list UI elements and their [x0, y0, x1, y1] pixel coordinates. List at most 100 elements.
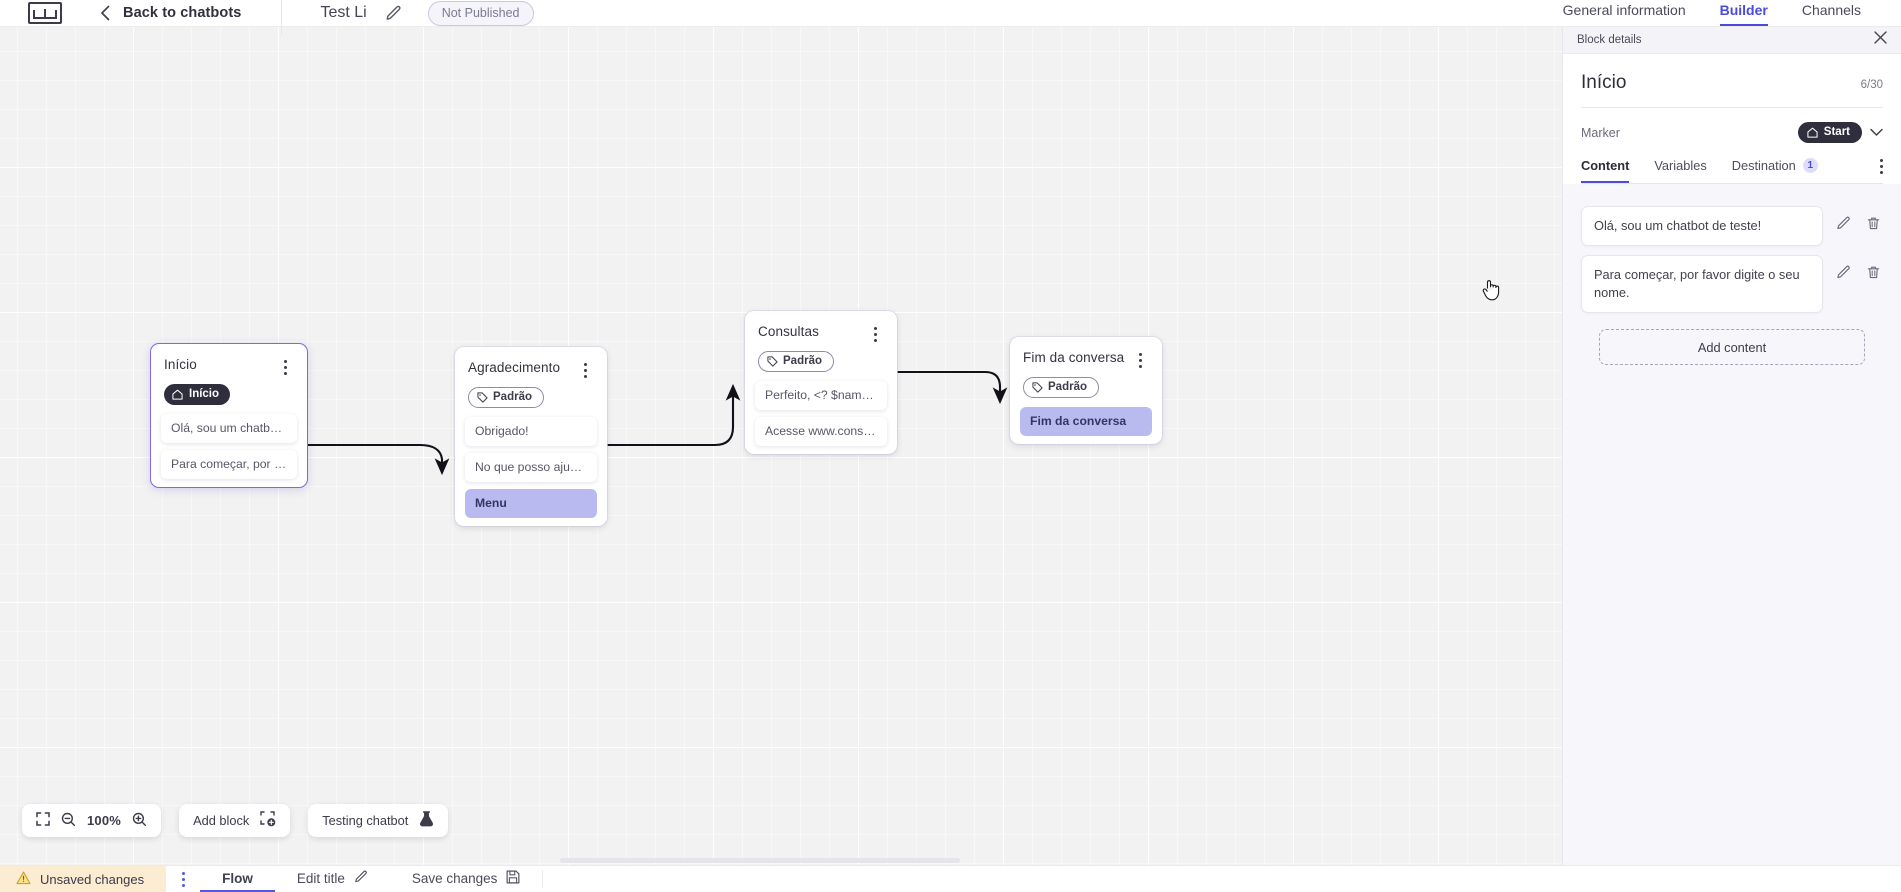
tab-general-information[interactable]: General information [1562, 1, 1686, 18]
node-header: Início [151, 344, 307, 375]
node-rows: Perfeito, <? $name ?>! Acesse www.consul… [745, 381, 897, 446]
add-block-label: Add block [193, 813, 250, 828]
panel-tabs: Content Variables Destination 1 [1581, 158, 1883, 184]
page-title: Test Li [320, 4, 367, 21]
tab-content[interactable]: Content [1581, 158, 1630, 183]
vertical-dots-icon[interactable] [576, 360, 594, 378]
node-row[interactable]: Acesse www.consultas.com par... [755, 417, 887, 446]
tab-destination[interactable]: Destination 1 [1732, 158, 1818, 183]
edit-title-button[interactable]: Edit title [275, 866, 390, 892]
pencil-icon[interactable] [1833, 213, 1853, 233]
tab-channels[interactable]: Channels [1801, 1, 1861, 18]
vertical-dots-icon[interactable] [166, 866, 200, 892]
node-badge-label: Padrão [1048, 381, 1087, 393]
node-tag-badge: Padrão [468, 387, 544, 408]
zoom-controls: 100% [22, 804, 162, 837]
node-row[interactable]: Olá, sou um chatbot de teste! [161, 414, 297, 443]
flask-icon [419, 811, 434, 830]
node-row[interactable]: Perfeito, <? $name ?>! [755, 381, 887, 410]
back-to-chatbots-link[interactable]: Back to chatbots [123, 5, 242, 21]
fit-screen-icon[interactable] [36, 812, 50, 829]
canvas-toolbar: 100% Add block Testing chatbot [22, 804, 449, 837]
marker-label: Marker [1581, 125, 1620, 140]
flow-node-fim-da-conversa[interactable]: Fim da conversa Padrão Fim da conversa [1010, 337, 1162, 444]
content-list: Olá, sou um chatbot de teste! Para começ… [1563, 184, 1901, 865]
vertical-dots-icon[interactable] [866, 324, 884, 342]
horizontal-scrollbar[interactable] [560, 858, 960, 863]
trash-icon[interactable] [1863, 262, 1883, 282]
node-header: Consultas [745, 311, 897, 342]
flow-node-consultas[interactable]: Consultas Padrão Perfeito, <? $name ?>! … [745, 311, 897, 454]
home-icon [1807, 127, 1818, 138]
tab-destination-label: Destination [1731, 158, 1796, 173]
marker-value-pill[interactable]: Start [1797, 122, 1862, 143]
close-icon[interactable] [1874, 31, 1887, 49]
unsaved-changes-indicator: Unsaved changes [0, 866, 167, 892]
block-details-panel: Block details Início 6/30 Marker Start [1562, 27, 1901, 865]
pencil-icon[interactable] [385, 5, 402, 22]
add-block-button[interactable]: Add block [179, 804, 291, 837]
edge-consultas-to-fim [897, 370, 1008, 405]
tab-builder[interactable]: Builder [1719, 0, 1768, 26]
top-nav: General information Builder Channels [1563, 0, 1901, 26]
flow-node-agradecimento[interactable]: Agradecimento Padrão Obrigado! No que po… [455, 347, 607, 526]
node-tag-badge: Padrão [758, 351, 834, 372]
content-text[interactable]: Para começar, por favor digite o seu nom… [1581, 255, 1823, 314]
tab-variables[interactable]: Variables [1654, 158, 1706, 183]
panel-body: Início 6/30 Marker Start Content [1563, 54, 1901, 184]
node-row[interactable]: Menu [465, 489, 597, 518]
save-changes-button[interactable]: Save changes [390, 866, 543, 892]
warning-triangle-icon [16, 871, 31, 888]
node-row[interactable]: Fim da conversa [1020, 407, 1152, 436]
node-row[interactable]: Para começar, por favor digite o ... [161, 450, 297, 479]
node-tag-badge: Padrão [1023, 377, 1099, 398]
chevron-down-icon[interactable] [1870, 128, 1883, 137]
status-bar: Unsaved changes Flow Edit title Save cha… [0, 865, 1901, 892]
tag-icon [477, 391, 488, 403]
vertical-dots-icon[interactable] [1880, 159, 1883, 183]
toolbar-divider [281, 0, 283, 35]
chevron-left-icon[interactable] [100, 5, 111, 21]
node-rows: Obrigado! No que posso ajudar, <? $name … [455, 417, 607, 518]
panel-strip: Block details [1563, 27, 1901, 54]
top-bar: Back to chatbots Test Li Not Published G… [0, 0, 1901, 35]
content-item: Olá, sou um chatbot de teste! [1581, 206, 1883, 247]
panel-counter: 6/30 [1860, 79, 1883, 91]
node-title: Fim da conversa [1023, 350, 1125, 365]
pencil-icon[interactable] [1833, 262, 1853, 282]
node-header: Agradecimento [455, 347, 607, 378]
marker-value-label: Start [1823, 126, 1850, 138]
node-row[interactable]: Obrigado! [465, 417, 597, 446]
testing-chatbot-button[interactable]: Testing chatbot [308, 804, 449, 837]
vertical-dots-icon[interactable] [276, 357, 294, 375]
content-text[interactable]: Olá, sou um chatbot de teste! [1581, 206, 1823, 247]
testing-chatbot-label: Testing chatbot [322, 813, 409, 828]
chatbot-logo-icon [28, 2, 62, 24]
content-item: Para começar, por favor digite o seu nom… [1581, 255, 1883, 314]
node-title: Consultas [758, 324, 819, 339]
node-badge-label: Padrão [493, 391, 532, 403]
panel-title-row: Início 6/30 [1581, 54, 1883, 94]
flow-canvas[interactable]: Início Início Olá, sou um chatbot de tes… [0, 27, 1562, 865]
marker-row: Marker Start [1581, 108, 1883, 143]
edge-inicio-to-agradecimento [307, 443, 450, 476]
trash-icon[interactable] [1863, 213, 1883, 233]
tab-variables-label: Variables [1654, 158, 1707, 173]
divider [542, 870, 544, 888]
edge-agradecimento-to-consultas [607, 383, 741, 447]
save-disk-icon [506, 870, 520, 887]
zoom-in-icon[interactable] [132, 812, 147, 830]
add-content-button[interactable]: Add content [1599, 329, 1865, 366]
flow-node-inicio[interactable]: Início Início Olá, sou um chatbot de tes… [150, 343, 308, 488]
node-title: Início [164, 357, 197, 372]
zoom-out-icon[interactable] [61, 812, 76, 830]
status-badge: Not Published [427, 0, 534, 26]
edit-title-label: Edit title [296, 870, 345, 886]
home-icon [172, 389, 183, 400]
node-title: Agradecimento [468, 360, 561, 375]
node-row[interactable]: No que posso ajudar, <? $name ... [465, 453, 597, 482]
tab-flow[interactable]: Flow [200, 866, 275, 892]
node-badge-label: Início [189, 388, 220, 400]
vertical-dots-icon[interactable] [1131, 350, 1149, 368]
